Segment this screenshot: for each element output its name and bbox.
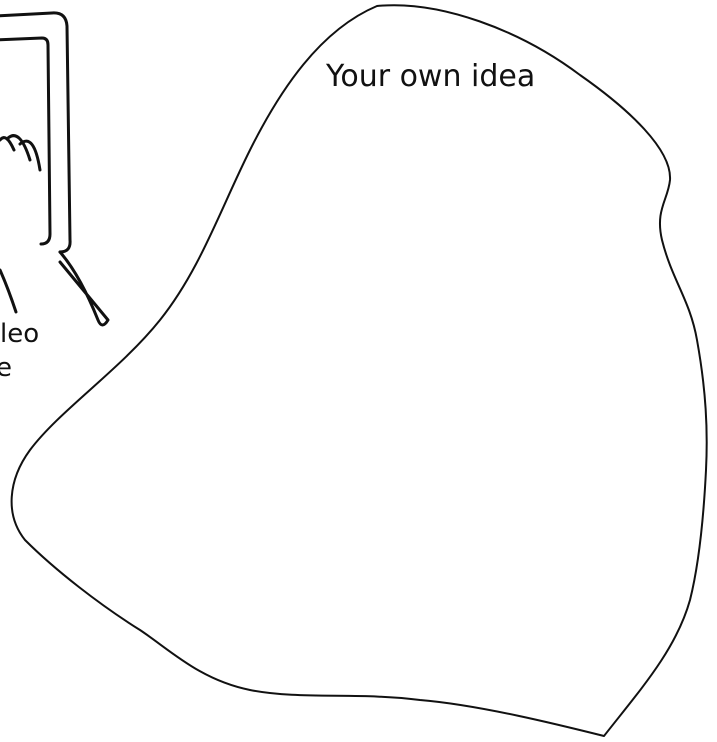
hand-fingers <box>0 134 42 172</box>
tablet-inner-frame <box>0 36 52 246</box>
tablet-illustration <box>0 11 110 327</box>
idea-bubble-label: Your own idea <box>325 59 535 94</box>
hand-lines <box>0 250 110 327</box>
idea-bubble-outline <box>10 4 708 737</box>
tablet-outer-frame <box>0 11 72 254</box>
partial-caption-line2: e <box>0 353 12 383</box>
partial-caption-line1: leo <box>0 319 39 349</box>
